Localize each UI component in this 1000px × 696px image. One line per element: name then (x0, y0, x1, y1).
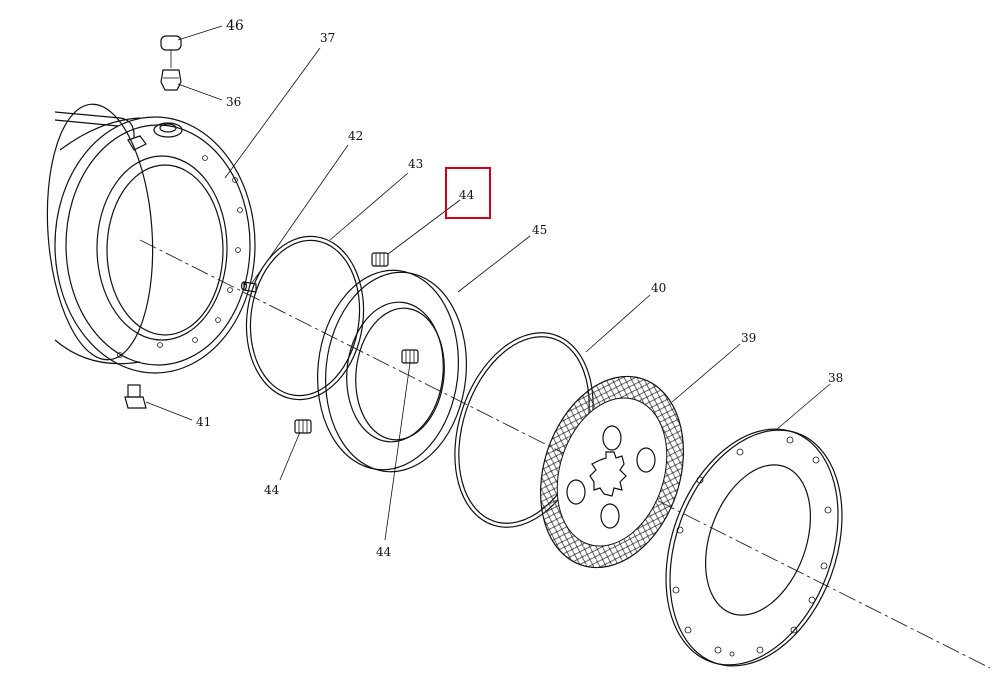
callout-46: 46 (226, 18, 244, 34)
cap-part-46 (160, 35, 182, 68)
callout-42: 42 (348, 129, 363, 143)
plate-part-38 (665, 428, 843, 667)
callout-37: 37 (320, 31, 335, 45)
leader-lines (145, 25, 831, 541)
bolt-part-41 (124, 384, 147, 409)
spring-part-44-center (401, 349, 419, 364)
callout-40: 40 (651, 281, 666, 295)
callout-44-lower-left: 44 (264, 483, 280, 497)
callout-39: 39 (741, 331, 756, 345)
callout-44-lower-mid: 44 (376, 545, 392, 559)
callout-36: 36 (226, 95, 241, 109)
fitting-part-36 (160, 69, 182, 91)
brake-housing (46, 103, 256, 374)
spring-part-44-lower (294, 419, 312, 434)
callout-43: 43 (408, 157, 423, 171)
callout-41: 41 (196, 415, 211, 429)
callout-38: 38 (828, 371, 843, 385)
callout-45: 45 (532, 223, 547, 237)
highlight-box (445, 167, 491, 219)
friction-disc-part-39 (539, 375, 685, 569)
callout-44-highlighted: 44 (459, 188, 475, 202)
o-ring-part-43 (245, 235, 365, 401)
piston-part-45 (317, 269, 467, 473)
spring-part-44-upper (371, 252, 389, 267)
